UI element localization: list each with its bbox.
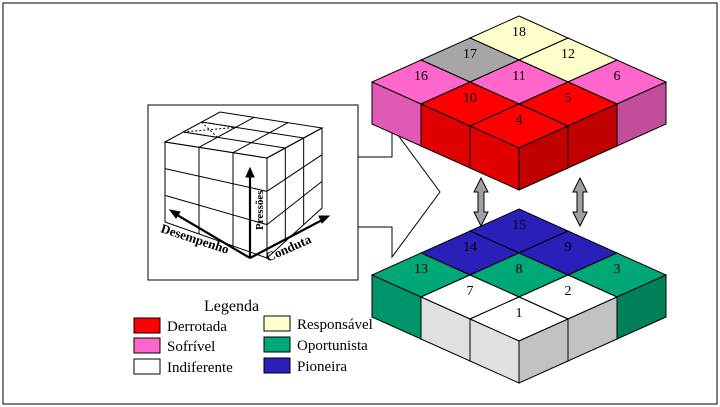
cube-number: 3 xyxy=(614,262,621,277)
cube-number: 13 xyxy=(414,262,428,277)
axis-label-conduta: Conduta xyxy=(263,231,314,265)
cube-number: 11 xyxy=(512,69,525,84)
legend-swatch xyxy=(263,336,291,353)
legend-item-sofrível: Sofrível xyxy=(133,337,215,355)
cube-number: 16 xyxy=(414,69,428,84)
cube-number: 2 xyxy=(565,284,572,299)
cube-number: 17 xyxy=(463,47,477,62)
legend-label: Responsável xyxy=(297,317,373,333)
legend-item-oportunista: Oportunista xyxy=(263,336,368,354)
axis-label-pressoes: Pressões xyxy=(254,190,266,230)
axis-arrows xyxy=(168,166,331,259)
legend-item-responsável: Responsável xyxy=(263,315,373,333)
cube-number: 9 xyxy=(565,240,572,255)
cube-right-face xyxy=(518,318,569,384)
cube-number: 10 xyxy=(463,91,477,106)
cube-number: 12 xyxy=(561,47,575,62)
cube-number: 18 xyxy=(512,25,526,40)
legend-item-indiferente: Indiferente xyxy=(133,358,233,376)
cube-number: 8 xyxy=(516,262,523,277)
legend-swatch xyxy=(263,315,291,332)
legend-label: Pioneira xyxy=(297,359,347,375)
cube-4: 4 xyxy=(468,103,570,191)
legend-swatch xyxy=(133,358,161,375)
cube-number: 7 xyxy=(467,284,474,299)
cube-number: 6 xyxy=(614,69,621,84)
cube-number: 1 xyxy=(516,306,523,321)
legend-swatch xyxy=(133,317,161,334)
big-arrow xyxy=(357,125,441,259)
legend-swatch xyxy=(133,337,161,354)
legend-item-derrotada: Derrotada xyxy=(133,317,227,335)
cube-layers: 18 17 12 16 11 6 10 5 4 15 14 9 13 8 3 7 2 1 xyxy=(370,15,668,384)
legend-label: Sofrível xyxy=(167,339,215,355)
inset-box xyxy=(147,104,359,281)
cube-right-face xyxy=(518,125,569,191)
legend-label: Derrotada xyxy=(167,319,227,335)
legend-title: Legenda xyxy=(204,298,259,315)
cube-number: 5 xyxy=(565,91,572,106)
legend-item-pioneira: Pioneira xyxy=(263,357,347,375)
legend-swatch xyxy=(263,357,291,374)
cube-number: 15 xyxy=(512,218,526,233)
cube-number: 14 xyxy=(463,240,477,255)
legend-label: Indiferente xyxy=(167,360,233,376)
legend-label: Oportunista xyxy=(297,338,368,354)
cube-number: 4 xyxy=(516,113,523,128)
cube-1: 1 xyxy=(468,296,570,384)
